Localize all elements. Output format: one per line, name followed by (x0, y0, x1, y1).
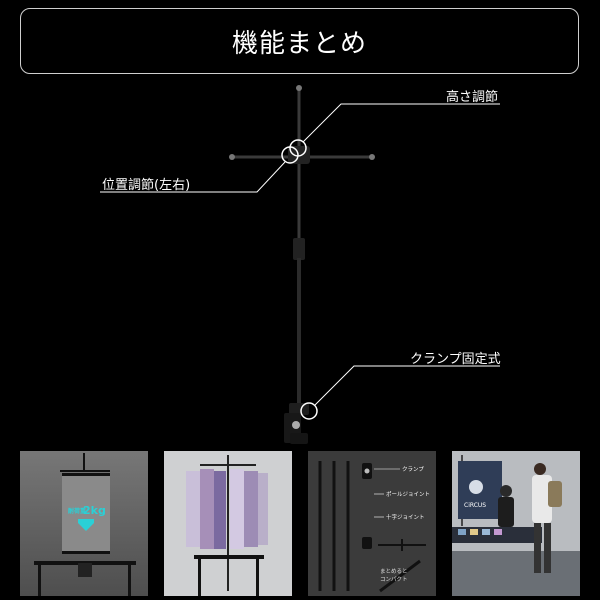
cross-joint (288, 146, 310, 164)
parts-compact-line1: まとめると (380, 568, 408, 575)
crossbar-left-tip (229, 154, 235, 160)
clamp-top (289, 403, 309, 415)
crossbar-right-tip (369, 154, 375, 160)
pole-joint (293, 238, 305, 260)
callout-circle-height (289, 139, 307, 157)
weight-badge-value: 2kg (83, 504, 106, 517)
booth-scene-image: CiRCUS (452, 451, 580, 596)
down-arrow-icon (78, 519, 94, 531)
callout-circle-clamp (300, 402, 318, 420)
callout-position: 位置調節(左右) (102, 178, 191, 193)
thumbnail-hanging-goods (164, 451, 292, 596)
booth-sign-text: CiRCUS (464, 502, 486, 509)
callout-clamp: クランプ固定式 (410, 352, 501, 367)
parts-label-cross-joint: 十字ジョイント (386, 513, 425, 521)
hanging-goods-image (164, 451, 292, 596)
weight-badge-prefix: 耐荷重 (68, 507, 86, 515)
title-box: 機能まとめ (20, 8, 579, 74)
clamp-base (290, 433, 308, 444)
thumbnail-weight-capacity: 耐荷重 2kg (20, 451, 148, 596)
callout-height: 高さ調節 (446, 90, 499, 105)
thumbnail-row: 耐荷重 2kg (20, 451, 580, 596)
pole-tip (296, 85, 302, 91)
clamp-knob (292, 421, 300, 429)
parts-image: クランプ ポールジョイント 十字ジョイント まとめると コンパクト (308, 451, 436, 596)
page-title: 機能まとめ (231, 28, 367, 59)
callout-line-height (302, 103, 500, 143)
thumbnail-booth-scene: CiRCUS (452, 451, 580, 596)
callout-line-clamp (314, 365, 500, 406)
thumbnail-parts: クランプ ポールジョイント 十字ジョイント まとめると コンパクト (308, 451, 436, 596)
parts-compact-line2: コンパクト (380, 576, 408, 583)
parts-label-clamp: クランプ (402, 466, 424, 473)
weight-capacity-image: 耐荷重 2kg (20, 451, 148, 596)
callout-line-position (100, 161, 286, 193)
parts-label-pole-joint: ポールジョイント (386, 491, 430, 498)
